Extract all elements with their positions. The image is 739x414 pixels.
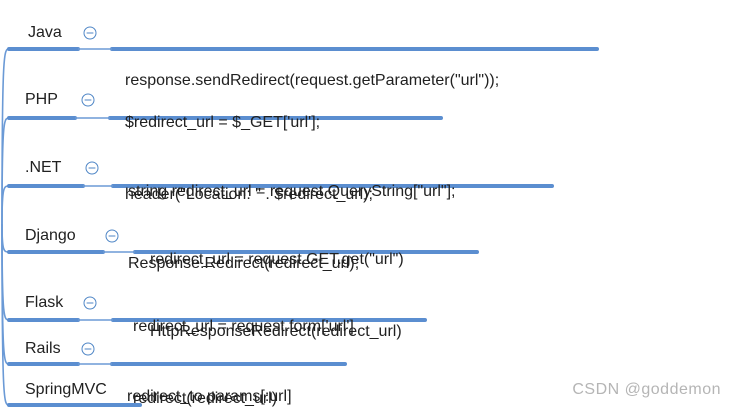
collapse-icon[interactable] xyxy=(81,93,95,107)
curve-dotnet xyxy=(1,185,10,225)
code-line: redirect(redirect_url) xyxy=(133,390,278,407)
collapse-icon[interactable] xyxy=(105,229,119,243)
root-branch-curves xyxy=(1,48,10,406)
curve-rails xyxy=(1,223,10,365)
code-line: redirect_url = request.form['url'] xyxy=(133,318,354,335)
code-block-rails: redirect_to params[:url] xyxy=(127,337,292,414)
collapse-icon[interactable] xyxy=(83,26,97,40)
branch-label-springmvc: SpringMVC xyxy=(25,381,107,398)
branch-label-rails: Rails xyxy=(25,340,61,357)
code-block-dotnet: string redirect_url = request.QueryStrin… xyxy=(128,132,456,324)
code-line: redirect_to params[:url] xyxy=(127,388,292,405)
branch-label-dotnet: .NET xyxy=(25,159,62,176)
code-line: $redirect_url = $_GET['url']; xyxy=(125,114,321,131)
branch-label-flask: Flask xyxy=(25,294,64,311)
code-block-php: $redirect_url = $_GET['url']; header("Lo… xyxy=(125,63,373,255)
curve-java xyxy=(1,48,10,225)
minus-glyph xyxy=(108,235,116,237)
code-line: header("Location: " . $redirect_url); xyxy=(125,186,373,203)
code-line: redirect_url = request.GET.get("url") xyxy=(150,251,404,268)
watermark-text: CSDN @goddemon xyxy=(572,381,721,398)
code-block-java: response.sendRedirect(request.getParamet… xyxy=(125,21,499,141)
minus-glyph xyxy=(86,32,94,34)
minus-glyph xyxy=(84,99,92,101)
code-line: string redirect_url = request.QueryStrin… xyxy=(128,183,456,200)
minus-glyph xyxy=(84,348,92,350)
code-line: HttpResponseRedirect(redirect_url) xyxy=(150,323,402,340)
code-line: response.sendRedirect(request.getParamet… xyxy=(125,72,500,89)
collapse-icon[interactable] xyxy=(85,161,99,175)
curve-django xyxy=(1,223,10,253)
minus-glyph xyxy=(88,167,96,169)
curve-flask xyxy=(1,223,10,321)
collapse-icon[interactable] xyxy=(81,342,95,356)
branch-label-django: Django xyxy=(25,227,76,244)
branch-label-java: Java xyxy=(28,24,62,41)
collapse-icon[interactable] xyxy=(83,296,97,310)
code-line: Response.Redirect(redirect_url); xyxy=(128,255,360,272)
code-block-django: redirect_url = request.GET.get("url") Ht… xyxy=(150,200,404,392)
curve-php xyxy=(1,117,10,225)
curve-springmvc xyxy=(1,223,10,406)
minus-glyph xyxy=(86,302,94,304)
code-block-flask: redirect_url = request.form['url'] redir… xyxy=(133,267,354,414)
branch-label-php: PHP xyxy=(25,91,58,108)
